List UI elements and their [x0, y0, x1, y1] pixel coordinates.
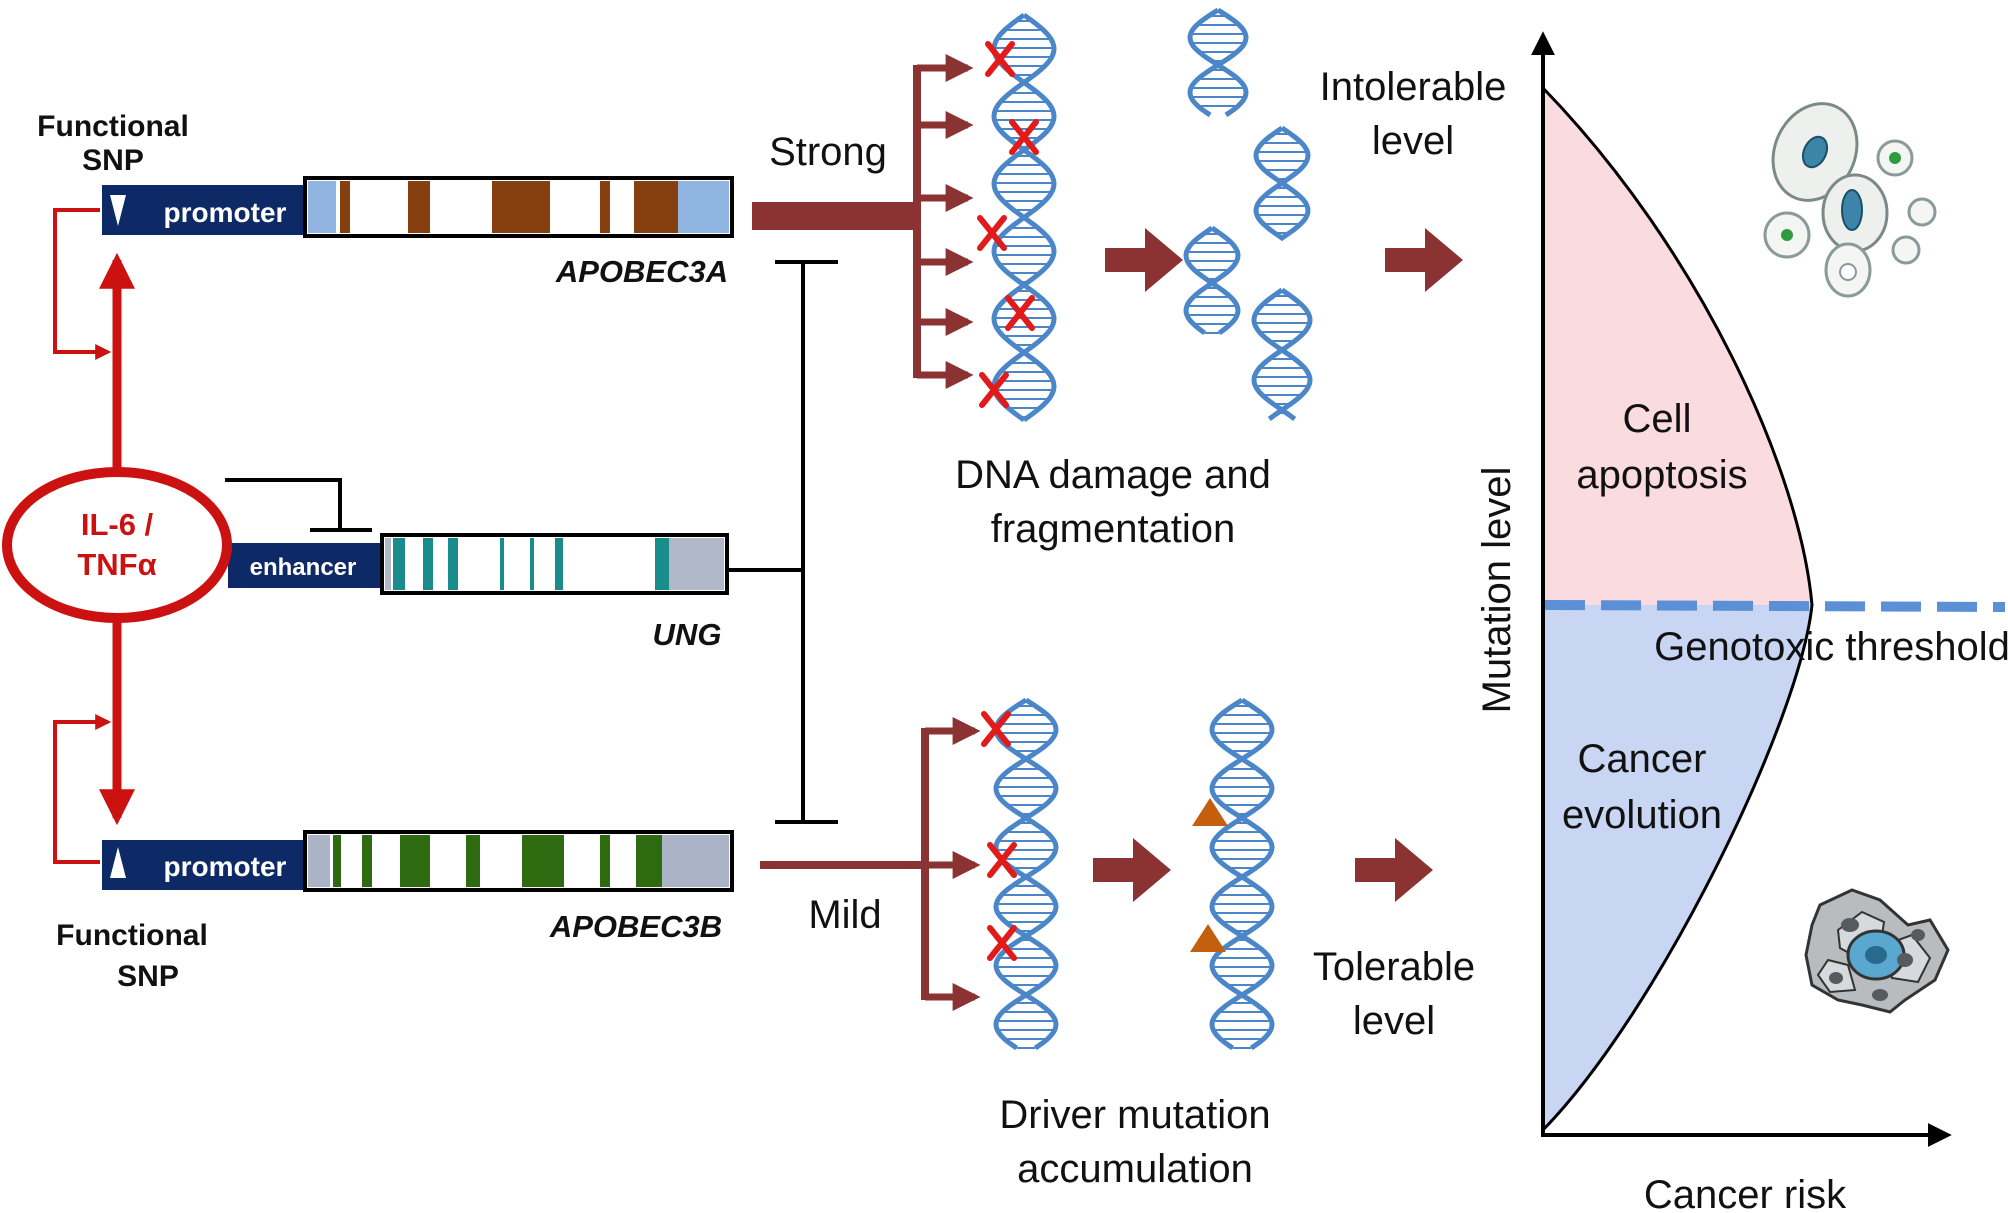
mild-label: Mild	[808, 893, 881, 937]
x-mark-icon	[1009, 119, 1039, 155]
snp-marker-bottom-icon	[110, 847, 126, 878]
snp-top-label-2: SNP	[82, 144, 144, 177]
x-mark-icon	[979, 372, 1009, 408]
cancer-cells-icon	[1804, 888, 1950, 1014]
cytokine-ellipse: IL-6 / TNFα	[2, 467, 232, 623]
dna-helix-strong	[991, 12, 1057, 423]
x-axis-label: Cancer risk	[1644, 1173, 1847, 1213]
block-arrow-top-2	[1385, 228, 1463, 292]
y-axis-label: Mutation level	[1475, 467, 1519, 714]
tolerable-label-2: level	[1353, 999, 1435, 1043]
intolerable-label: Intolerable	[1320, 65, 1507, 109]
x-mark-icon	[981, 711, 1011, 747]
gene-ung	[380, 533, 729, 595]
threshold-label: Genotoxic threshold	[1654, 625, 2008, 669]
driver-label: Driver mutation	[999, 1093, 1270, 1137]
damage-label-2: fragmentation	[991, 507, 1236, 551]
damage-label: DNA damage and	[955, 453, 1271, 497]
strong-arrow-shaft	[752, 202, 917, 230]
x-mark-icon	[985, 41, 1015, 77]
feedback-loop-top	[53, 208, 112, 360]
block-arrow-bottom-1	[1093, 838, 1171, 902]
dna-fragment	[1251, 287, 1313, 421]
cancer-evolution-label-2: evolution	[1562, 793, 1722, 837]
dna-helix-mild	[993, 697, 1059, 1051]
mild-branches	[925, 717, 981, 1011]
svg-text:promoter: promoter	[164, 851, 287, 882]
apoptosis-label: Cell	[1623, 397, 1692, 441]
x-mark-icon	[987, 925, 1017, 961]
x-mark-icon	[987, 842, 1017, 878]
snp-top-label: Functional	[37, 110, 189, 143]
genotoxic-threshold-line	[1544, 600, 2006, 612]
cancer-region	[1543, 605, 1812, 1130]
risk-curve	[1541, 86, 1814, 1132]
svg-text:TNFα: TNFα	[77, 547, 156, 582]
dna-fragment	[1183, 225, 1241, 336]
intolerable-label-2: level	[1372, 119, 1454, 163]
tolerable-label: Tolerable	[1313, 945, 1475, 989]
block-arrow-top-1	[1105, 228, 1183, 292]
svg-text:IL-6 /: IL-6 /	[81, 507, 154, 542]
enhancer: enhancer	[228, 543, 382, 588]
driver-mutation-triangle-icon	[1190, 924, 1226, 952]
snp-bottom-label-2: SNP	[117, 960, 179, 993]
gene-a3b-label: APOBEC3B	[549, 909, 722, 944]
feedback-loop-bottom	[53, 714, 112, 864]
snp-marker-top-icon	[110, 195, 126, 226]
gene-apobec3a	[303, 176, 734, 238]
dna-fragment	[1187, 7, 1249, 118]
apoptosis-label-2: apoptosis	[1576, 453, 1747, 497]
dna-helix-mutated	[1209, 697, 1275, 1051]
strong-branches	[917, 54, 974, 389]
apoptotic-cells-icon	[1763, 102, 1937, 298]
gene-ung-label: UNG	[653, 617, 722, 652]
gene-a3a-label: APOBEC3A	[555, 254, 728, 289]
cytokine-inhibits-enhancer	[225, 478, 342, 530]
gene-apobec3b	[303, 830, 734, 892]
strong-label: Strong	[769, 130, 887, 174]
cancer-evolution-label: Cancer	[1578, 737, 1707, 781]
mutation-marks	[977, 41, 1039, 961]
promoter-bottom: promoter	[102, 840, 305, 890]
svg-text:enhancer: enhancer	[250, 554, 357, 581]
driver-mutation-triangle-icon	[1192, 798, 1228, 826]
block-arrow-bottom-2	[1355, 838, 1433, 902]
dna-layer	[991, 7, 1313, 1051]
apoptosis-region	[1543, 88, 1812, 605]
driver-label-2: accumulation	[1017, 1147, 1253, 1191]
x-mark-icon	[1005, 295, 1035, 331]
svg-text:promoter: promoter	[164, 197, 287, 228]
dna-fragment	[1253, 125, 1311, 242]
x-mark-icon	[977, 215, 1007, 251]
snp-bottom-label: Functional	[56, 919, 208, 952]
promoter-top: promoter	[102, 185, 305, 235]
